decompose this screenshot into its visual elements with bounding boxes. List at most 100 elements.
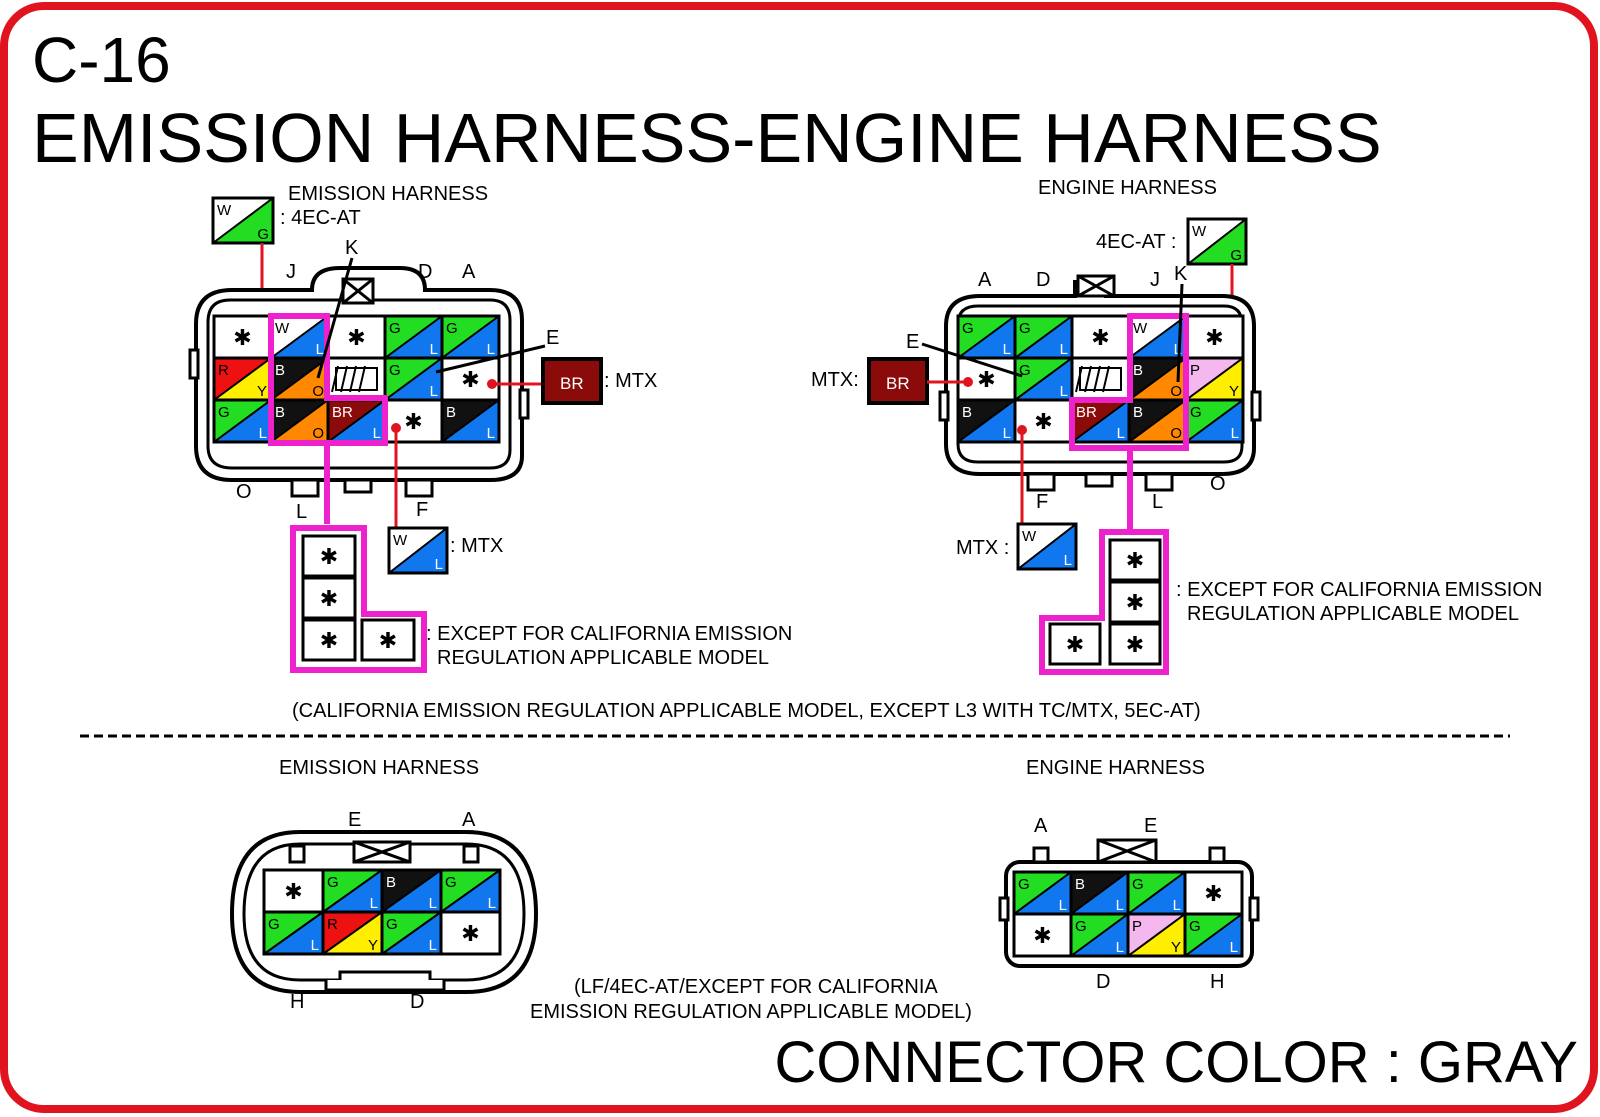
wire-color-code-primary: G [389, 362, 401, 379]
bottom-left-terminal-r1c4: GL [439, 868, 502, 914]
bottom-left-harness-label: EMISSION HARNESS [279, 757, 479, 779]
wire-color-split [1127, 871, 1186, 915]
unused-terminal-asterisk: ✱ [404, 409, 422, 434]
wire-color-split [1013, 871, 1072, 915]
wire-color-split [441, 315, 500, 359]
wire-color-code-primary: R [218, 362, 229, 379]
top-left-pin-label-K: K [345, 237, 359, 259]
wire-color-code-secondary: L [1116, 897, 1124, 914]
wire-color-code-primary: R [327, 916, 338, 933]
bottom-left-pin-label-D: D [410, 991, 424, 1013]
bottom-left-pin-label-E: E [348, 809, 361, 831]
top-right-terminal-r3c3: BRL [1070, 398, 1131, 444]
top-left-mtx-br-suffix: : MTX [604, 370, 657, 392]
bottom-right-terminal-r2c1-body [1012, 912, 1073, 958]
wire-color-code-primary: W [1133, 320, 1148, 337]
wire-color-code-secondary: L [429, 937, 437, 954]
top-left-pin-label-F: F [416, 499, 428, 521]
wire-color-split [441, 399, 500, 443]
bottom-left-connector-inner-rim [242, 842, 526, 982]
wire-color-code-primary: G [268, 916, 280, 933]
top-right-terminal-r3c2-body [1013, 398, 1074, 444]
wire-color-split [263, 911, 324, 955]
wire-color-code-secondary: Y [257, 383, 267, 400]
wire-color-code-secondary: L [430, 341, 438, 358]
top-left-terminal-r2c4: GL [383, 356, 444, 402]
top-left-mtx-wl-dot [391, 423, 401, 433]
top-right-mtx-br-dot [963, 377, 973, 387]
wire-color-code-secondary: L [488, 895, 496, 912]
wire-color-code-primary: G [389, 320, 401, 337]
top-left-pin-label-L: L [296, 501, 307, 523]
top-right-except-terminal-1-body [1108, 538, 1162, 582]
wire-color-code-primary: B [1133, 404, 1143, 421]
top-left-highlight-outline [268, 313, 388, 446]
top-left-terminal-r3c5-body [440, 398, 501, 444]
unused-terminal-asterisk: ✱ [461, 367, 479, 392]
top-left-except-line1: : EXCEPT FOR CALIFORNIA EMISSION [426, 623, 792, 645]
top-left-except-terminal-2-body [301, 576, 357, 620]
top-left-mtx-wl-suffix: : MTX [450, 535, 503, 557]
top-left-except-terminal-3-body [301, 618, 357, 662]
top-left-terminal-r1c1-body [212, 314, 273, 360]
wire-color-code-secondary: L [373, 425, 381, 442]
wire-color-code-primary: W [275, 320, 290, 337]
top-right-bottom-tab-2 [1084, 472, 1114, 488]
top-left-pin-E-leader [435, 344, 546, 374]
wire-color-code-primary: W [1022, 528, 1037, 545]
bottom-right-terminal-r2c4: GL [1183, 912, 1244, 958]
top-right-terminal-r1c5: ✱ [1184, 314, 1245, 360]
wire-color-split [322, 911, 383, 955]
wire-color-split [1071, 399, 1130, 443]
top-right-harness-label: ENGINE HARNESS [1038, 177, 1217, 199]
top-left-except-terminal-1-body [301, 534, 357, 578]
wire-color-code-secondary: L [429, 895, 437, 912]
wire-color-code-primary: G [1189, 918, 1201, 935]
top-left-pin-label-D: D [418, 261, 432, 283]
wire-color-code-secondary: L [259, 425, 267, 442]
top-left-except-terminal-2: ✱ [301, 576, 357, 620]
wire-color-split [1127, 913, 1186, 957]
top-left-mtx-br-dot [487, 379, 497, 389]
top-right-terminal-r2c3 [1070, 356, 1131, 402]
unused-terminal-asterisk: ✱ [233, 325, 251, 350]
top-right-terminal-r3c4: BO [1127, 398, 1188, 444]
wire-color-code-primary: B [275, 362, 285, 379]
wire-color-code-primary: B [1133, 362, 1143, 379]
top-left-mtx-wl-wire-body [387, 526, 449, 575]
wire-color-split [388, 527, 448, 574]
top-right-bottom-tab-1 [1026, 472, 1056, 492]
bottom-left-pin-label-H: H [290, 991, 304, 1013]
bottom-right-harness-label: ENGINE HARNESS [1026, 757, 1205, 779]
bottom-right-terminal-r1c4: ✱ [1183, 870, 1244, 916]
wire-color-code-secondary: O [1170, 383, 1182, 400]
top-right-mtx-br-label: BR [886, 374, 910, 393]
blank-plug-hatch [340, 365, 348, 393]
top-left-terminal-r1c2: WL [269, 314, 330, 360]
bottom-left-bottom-lock [324, 970, 446, 992]
blank-plug-hatch [1102, 365, 1110, 393]
top-left-terminal-r3c3: BRL [326, 398, 387, 444]
top-left-terminal-r1c5: GL [440, 314, 501, 360]
blank-plug-hatch [358, 365, 366, 393]
bottom-right-top-tab-1 [1032, 846, 1050, 864]
wire-color-code-primary: P [1190, 362, 1200, 379]
wire-color-split [1185, 399, 1244, 443]
bottom-left-terminal-r2c4: ✱ [439, 910, 502, 956]
wire-color-code-secondary: L [1060, 383, 1068, 400]
top-left-pin-label-J: J [286, 261, 296, 283]
bottom-left-terminal-r1c2: GL [321, 868, 384, 914]
wire-color-code-primary: G [446, 320, 458, 337]
top-right-side-tab-left [938, 390, 950, 422]
bottom-left-terminal-r2c1: GL [262, 910, 325, 956]
wire-color-code-primary: G [1075, 918, 1087, 935]
wire-color-split [1070, 871, 1129, 915]
top-left-pin-label-A: A [462, 261, 476, 283]
top-right-mtx-wl-wire: WL [1016, 522, 1078, 571]
unused-terminal-asterisk: ✱ [1126, 548, 1144, 573]
top-right-mtx-wl-dot [1017, 425, 1027, 435]
top-left-except-terminal-3: ✱ [301, 618, 357, 662]
top-right-variant-label: 4EC-AT : [1096, 231, 1176, 253]
